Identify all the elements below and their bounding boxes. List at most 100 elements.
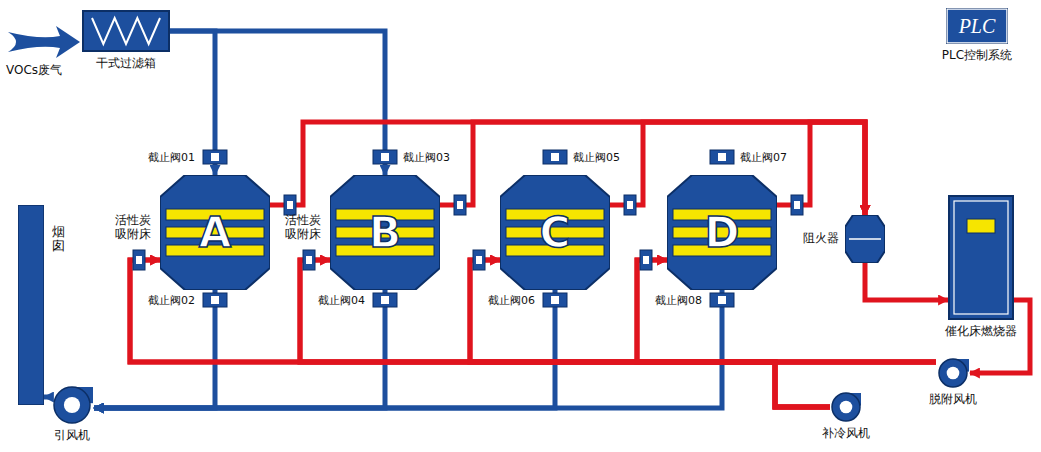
node-label: 引风机 xyxy=(54,428,90,442)
node-caption: 活性炭 吸附床 xyxy=(114,213,152,242)
fan-housing xyxy=(54,387,90,423)
valve-label: 截止阀03 xyxy=(403,150,450,165)
valve-core xyxy=(211,153,219,161)
adsorption-pipe xyxy=(94,290,722,408)
valve-core xyxy=(306,256,312,264)
valve-body xyxy=(710,293,734,307)
plc-frame xyxy=(947,9,1007,43)
bed-body xyxy=(330,175,440,290)
node-label: 催化床燃烧器 xyxy=(945,324,1017,338)
valve-label: 截止阀06 xyxy=(488,293,535,308)
valve-core xyxy=(551,153,559,161)
adsorption-bed: C xyxy=(500,175,610,290)
valve-core xyxy=(718,153,726,161)
bed-body xyxy=(500,175,610,290)
chimney-body xyxy=(18,205,44,405)
burner-shape xyxy=(948,195,1014,320)
valve-core xyxy=(287,201,293,209)
adsorption-pipe xyxy=(170,31,385,175)
node-label: C xyxy=(500,175,610,290)
valve-core xyxy=(718,296,726,304)
fan-shape xyxy=(50,386,94,424)
node-label: 烟囱 xyxy=(52,225,65,254)
valve-body xyxy=(373,293,397,307)
fan-shape xyxy=(936,358,970,388)
valve-body xyxy=(791,195,803,215)
arrester-seam xyxy=(849,238,881,240)
valve-core xyxy=(381,153,389,161)
filter-body xyxy=(83,11,169,51)
bed-body xyxy=(667,175,777,290)
catalytic-burner: 催化床燃烧器 xyxy=(948,195,1014,320)
desorption-pipe xyxy=(777,122,865,215)
valve-core xyxy=(643,256,649,264)
plc-outline xyxy=(946,8,1008,44)
valve-label: 截止阀07 xyxy=(740,150,787,165)
node-label: 脱附风机 xyxy=(929,392,977,406)
desorption-pipe xyxy=(865,263,948,300)
fan-housing xyxy=(939,359,967,387)
node-label: 补冷风机 xyxy=(822,426,870,440)
valve-core xyxy=(457,201,463,209)
burner-body xyxy=(949,196,1013,319)
adsorption-bed: B活性炭 吸附床 xyxy=(330,175,440,290)
adsorption-bed: D xyxy=(667,175,777,290)
node-label: 阻火器 xyxy=(803,231,839,245)
cooling-fan: 补冷风机 xyxy=(830,392,862,422)
valve-label: 截止阀08 xyxy=(655,293,702,308)
valve-body xyxy=(543,293,567,307)
valve-label: 截止阀01 xyxy=(148,150,195,165)
chimney: 烟囱 xyxy=(18,205,44,405)
adsorption-pipe xyxy=(94,290,555,408)
valve-body xyxy=(373,150,397,164)
valve-core xyxy=(627,201,633,209)
adsorption-bed: A活性炭 吸附床 xyxy=(160,175,270,290)
node-label: A xyxy=(160,175,270,290)
adsorption-pipe xyxy=(44,395,50,400)
fan-eye xyxy=(947,367,960,380)
fan-shape xyxy=(830,392,862,422)
filter-box: 干式过滤箱 xyxy=(82,10,170,52)
node-caption: PLC控制系统 xyxy=(942,48,1012,62)
valve-core xyxy=(551,296,559,304)
inlet-label: VOCs废气 xyxy=(6,62,62,79)
valve-label: 截止阀02 xyxy=(148,293,195,308)
valve-body xyxy=(640,250,652,270)
valve-body xyxy=(303,250,315,270)
flame-arrester: 阻火器 xyxy=(845,215,885,263)
node-label: D xyxy=(667,175,777,290)
valve-core xyxy=(476,256,482,264)
valve-core xyxy=(136,256,142,264)
valve-body xyxy=(284,195,296,215)
arrester-shape xyxy=(845,215,885,263)
valve-body xyxy=(473,250,485,270)
valve-body xyxy=(710,150,734,164)
node-label: PLC xyxy=(946,8,1008,44)
filter-shape xyxy=(82,10,170,52)
valve-core xyxy=(381,296,389,304)
fan-housing xyxy=(832,393,860,421)
valve-body xyxy=(454,195,466,215)
bed-body xyxy=(160,175,270,290)
plc-box: PLCPLC控制系统 xyxy=(946,8,1008,44)
node-label: 干式过滤箱 xyxy=(96,56,156,70)
filter-media xyxy=(92,18,160,44)
chimney-shape xyxy=(18,205,44,405)
valve-core xyxy=(211,296,219,304)
valve-body xyxy=(133,250,145,270)
fan-eye xyxy=(64,397,80,413)
node-caption: 活性炭 吸附床 xyxy=(284,213,322,242)
node-label: B xyxy=(330,175,440,290)
valve-body xyxy=(203,150,227,164)
fan-eye xyxy=(840,401,853,414)
valve-core xyxy=(794,201,800,209)
valve-body xyxy=(624,195,636,215)
valve-body xyxy=(203,293,227,307)
burner-catalyst xyxy=(967,219,995,233)
valve-body xyxy=(543,150,567,164)
adsorption-pipe xyxy=(94,290,385,408)
adsorption-pipe xyxy=(94,290,215,408)
arrester-body xyxy=(845,215,885,263)
valve-label: 截止阀04 xyxy=(318,293,365,308)
inflow-arrow xyxy=(8,26,80,58)
